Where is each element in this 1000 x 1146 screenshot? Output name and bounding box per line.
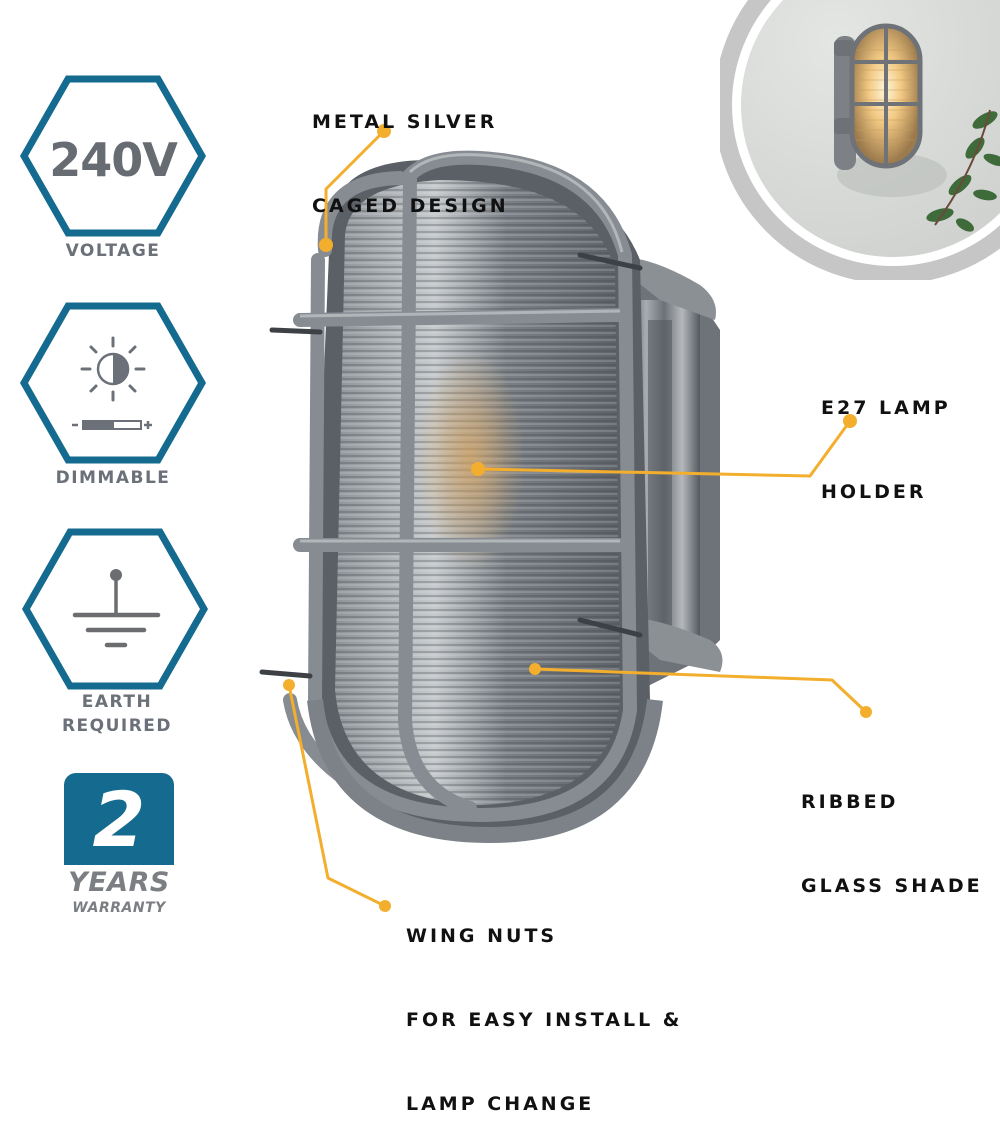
callout-wingnuts-line3: LAMP CHANGE [406, 1093, 595, 1115]
dimmable-sun-icon [72, 336, 152, 430]
hexagon-outline-icon [20, 302, 206, 464]
callout-dot [319, 238, 333, 252]
earth-ground-icon [72, 569, 161, 648]
callout-dot [860, 706, 872, 718]
callout-dot [471, 462, 485, 476]
warranty-years-text: YEARS [68, 867, 170, 898]
callout-holder-line1: E27 LAMP [821, 397, 951, 419]
warranty-badge: 2 [64, 773, 174, 865]
callout-dot [529, 663, 541, 675]
callout-cage: METAL SILVER CAGED DESIGN [312, 52, 509, 248]
callout-shade-line1: RIBBED [801, 791, 899, 813]
callout-lines [283, 124, 872, 912]
callout-dot [843, 414, 857, 428]
warranty-label: WARRANTY [72, 900, 166, 916]
callout-dot [283, 679, 295, 691]
product-image [259, 150, 723, 844]
callout-cage-line2: CAGED DESIGN [312, 195, 509, 217]
voltage-label: VOLTAGE [65, 241, 161, 261]
earth-label-line1: EARTH [81, 692, 153, 712]
callout-shade-line2: GLASS SHADE [801, 875, 983, 897]
callout-shade: RIBBED GLASS SHADE [801, 732, 983, 928]
callout-dot [379, 900, 391, 912]
callout-line-holder [477, 420, 852, 478]
callout-line-wingnuts [287, 684, 386, 908]
callout-cage-line1: METAL SILVER [312, 111, 498, 133]
voltage-value: 240V [49, 133, 178, 187]
callout-holder-line2: HOLDER [821, 481, 927, 503]
callout-wingnuts-line2: FOR EASY INSTALL & [406, 1009, 683, 1031]
callout-holder: E27 LAMP HOLDER [821, 338, 951, 534]
callout-line-cage [324, 129, 386, 245]
hexagon-outline-icon [20, 75, 206, 237]
warranty-years-number: 2 [92, 775, 146, 864]
callout-wingnuts-line1: WING NUTS [406, 925, 558, 947]
callout-line-shade [534, 667, 868, 714]
earth-label: EARTH REQUIRED [22, 690, 212, 738]
lifestyle-photo [720, 0, 1000, 280]
hexagon-outline-icon [22, 528, 208, 690]
callout-dot [377, 124, 391, 138]
dimmable-label: DIMMABLE [55, 468, 171, 488]
callout-wingnuts: WING NUTS FOR EASY INSTALL & LAMP CHANGE [406, 866, 682, 1146]
earth-label-line2: REQUIRED [61, 716, 173, 736]
